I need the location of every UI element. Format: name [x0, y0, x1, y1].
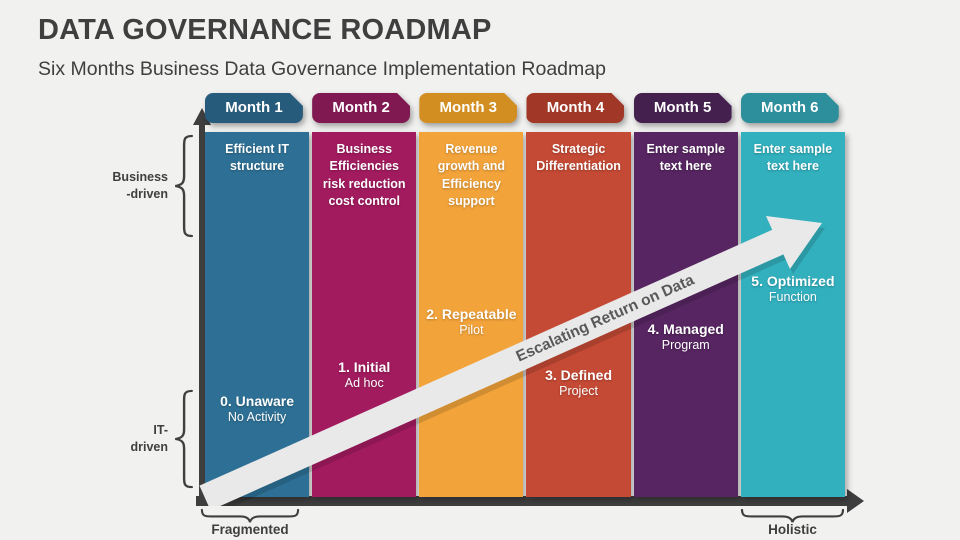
month-6-label: Month 6 [761, 99, 819, 116]
stage-detail: Ad hoc [344, 376, 384, 390]
month-4-label: Month 4 [546, 99, 605, 116]
holistic-brace-icon [740, 508, 845, 523]
stage-detail: Function [768, 290, 817, 304]
stage-name: 0. Unaware [220, 393, 295, 409]
month-4-tab: Month 4 [526, 93, 624, 123]
business-driven-label: Business -driven [112, 170, 168, 201]
month-5-stage: 4. Managed Program [634, 321, 738, 352]
horizontal-axis-arrowhead-icon [847, 489, 864, 513]
stage-detail: Project [559, 384, 599, 398]
stage-detail: Pilot [459, 323, 484, 337]
month-5-body: Enter sample text here 4. Managed Progra… [633, 132, 738, 497]
month-2-label: Month 2 [332, 99, 390, 116]
month-column-3: Month 3 Revenue growth and Efficiency su… [419, 93, 524, 497]
horizontal-axis-line [196, 496, 847, 506]
month-column-4: Month 4 Strategic Differentiation 3. Def… [526, 93, 631, 497]
stage-name: 3. Defined [545, 367, 613, 383]
month-4-stage: 3. Defined Project [526, 367, 630, 398]
month-3-label: Month 3 [439, 99, 498, 116]
stage-name: 5. Optimized [751, 273, 835, 289]
roadmap-columns: Month 1 Efficient IT structure 0. Unawar… [205, 93, 845, 497]
month-column-1: Month 1 Efficient IT structure 0. Unawar… [205, 93, 310, 497]
month-1-description: Efficient IT structure [225, 142, 290, 174]
it-driven-label: IT- driven [130, 423, 168, 454]
month-column-2: Month 2 Business Efficiencies risk reduc… [312, 93, 417, 497]
stage-name: 2. Repeatable [426, 306, 517, 322]
fragmented-brace-icon [200, 508, 300, 523]
month-1-body: Efficient IT structure 0. Unaware No Act… [205, 132, 310, 497]
business-driven-brace-icon [175, 134, 194, 238]
month-6-body: Enter sample text here 5. Optimized Func… [740, 132, 845, 497]
month-2-description: Business Efficiencies risk reduction cos… [322, 142, 406, 208]
month-1-tab: Month 1 [205, 93, 303, 123]
month-5-tab: Month 5 [634, 93, 732, 123]
month-4-description: Strategic Differentiation [536, 142, 621, 174]
holistic-label: Holistic [768, 522, 817, 537]
month-column-6: Month 6 Enter sample text here 5. Optimi… [740, 93, 845, 497]
month-2-tab: Month 2 [312, 93, 410, 123]
month-6-stage: 5. Optimized Function [741, 273, 845, 304]
month-1-label: Month 1 [225, 99, 283, 116]
month-5-label: Month 5 [653, 99, 712, 116]
month-3-tab: Month 3 [419, 93, 517, 123]
stage-detail: No Activity [227, 410, 287, 424]
stage-name: 4. Managed [647, 321, 724, 337]
month-6-description: Enter sample text here [753, 142, 833, 174]
month-5-description: Enter sample text here [646, 142, 725, 174]
month-1-stage: 0. Unaware No Activity [205, 393, 309, 424]
month-3-body: Revenue growth and Efficiency support 2.… [419, 132, 524, 497]
stage-detail: Program [661, 338, 710, 352]
month-4-body: Strategic Differentiation 3. Defined Pro… [526, 132, 631, 497]
month-column-5: Month 5 Enter sample text here 4. Manage… [633, 93, 738, 497]
stage-name: 1. Initial [338, 359, 391, 375]
month-2-body: Business Efficiencies risk reduction cos… [312, 132, 417, 497]
page-subtitle: Six Months Business Data Governance Impl… [38, 58, 606, 80]
fragmented-label: Fragmented [211, 522, 289, 537]
month-3-description: Revenue growth and Efficiency support [437, 142, 506, 208]
month-3-stage: 2. Repeatable Pilot [419, 306, 523, 337]
page-title: DATA GOVERNANCE ROADMAP [38, 14, 492, 46]
month-2-stage: 1. Initial Ad hoc [312, 359, 416, 390]
it-driven-brace-icon [175, 389, 194, 489]
month-6-tab: Month 6 [741, 93, 839, 123]
